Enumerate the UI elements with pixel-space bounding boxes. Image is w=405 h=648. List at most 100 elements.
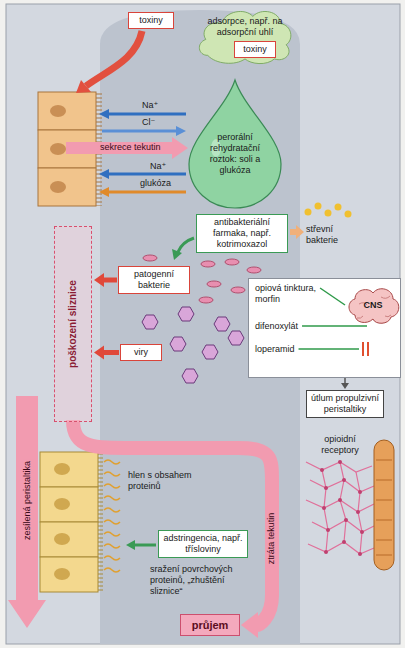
node-text: průjem	[183, 618, 237, 632]
receptor-dots	[356, 510, 360, 514]
enterocytes-bottom	[54, 568, 70, 580]
diarrhea-box: průjem	[180, 614, 240, 636]
rehydration-drop: perorální rehydratační roztok: soli a gl…	[186, 78, 284, 210]
cns-brain: CNS	[347, 285, 399, 325]
node-text: útlum propulzivní peristaltiky	[310, 393, 380, 415]
receptor-dots	[322, 506, 326, 510]
toxin-arrow	[76, 31, 142, 93]
enterocytes-top	[38, 168, 96, 206]
astringent-arrow	[126, 540, 135, 550]
brain-shape	[349, 289, 399, 324]
bacteria	[225, 259, 239, 265]
drug-line	[302, 325, 367, 327]
node-text: toxiny	[132, 15, 170, 26]
node-text: toxiny	[238, 44, 272, 55]
receptor-dots	[338, 460, 342, 464]
connector	[94, 346, 119, 360]
receptor-network	[322, 470, 328, 552]
mucus-waves	[104, 568, 120, 572]
virus-box: viry	[120, 344, 162, 361]
viruses	[182, 369, 198, 383]
mucus-waves	[104, 520, 120, 524]
node-text: loperamid	[255, 344, 394, 355]
ion-arrows	[176, 126, 186, 136]
astringent-arrow	[126, 540, 156, 550]
viruses	[170, 337, 186, 351]
enterocytes-bottom	[54, 533, 70, 545]
flora-arrow	[290, 225, 304, 239]
node-text: viry	[124, 347, 158, 358]
ion-label: Na⁺	[142, 100, 158, 111]
bacteria	[199, 297, 213, 303]
antibiotic-box: antibakteriální farmaka, např. kotrimoxa…	[196, 214, 288, 253]
node-text: CNS	[363, 300, 382, 311]
mucosa-damage-band: poškození sliznice	[54, 226, 92, 422]
adsorbent-cloud: adsorpce, např. na adsorpční uhlí toxiny	[196, 4, 294, 66]
receptor-network	[306, 462, 374, 554]
receptor-dots	[324, 550, 328, 554]
smooth-muscle	[376, 480, 392, 481]
receptor-dots	[358, 552, 362, 556]
cloud-shape	[199, 11, 291, 63]
connector	[94, 273, 117, 287]
node-text: patogenní bakterie	[122, 269, 186, 291]
arrow-head	[94, 346, 104, 360]
receptor-dots	[324, 486, 328, 490]
ion-arrows	[108, 113, 186, 116]
node-text: poškození sliznice	[67, 227, 79, 421]
gut-flora-dots	[315, 203, 322, 210]
antibiotic-arrow	[178, 238, 194, 252]
bacteria	[207, 281, 221, 287]
receptor-dots	[338, 498, 342, 502]
receptor-dots	[326, 528, 330, 532]
mucus-waves	[104, 460, 120, 572]
intestinal-wall	[6, 4, 400, 644]
receptor-dots	[358, 490, 362, 494]
peristalsis-label: zesílená peristaltika	[22, 458, 33, 541]
peristalsis-box: útlum propulzivní peristaltiky	[306, 390, 384, 418]
enterocytes-top	[50, 105, 66, 117]
gut-flora-dots	[335, 204, 342, 211]
bacteria	[143, 255, 157, 261]
node-text: opiová tinktura, morfin	[255, 283, 329, 305]
mucus-waves	[104, 472, 120, 476]
mucus-waves	[104, 508, 120, 512]
viruses	[214, 317, 230, 331]
enterocytes-bottom	[54, 498, 70, 510]
gut-flora-dots	[345, 211, 352, 218]
receptor-network	[356, 472, 362, 554]
gut-flora-dots	[305, 203, 352, 218]
ion-label: glukóza	[140, 178, 171, 189]
enterocytes-top	[38, 92, 96, 130]
mucus-waves	[104, 496, 120, 500]
enterocytes-bottom	[40, 557, 98, 592]
ion-arrows	[108, 173, 186, 176]
drug-line	[299, 348, 359, 350]
bacteria-box: patogenní bakterie	[118, 266, 190, 294]
node-text: adsorpce, např. na adsorpční uhlí	[205, 16, 285, 38]
enterocytes-bottom	[40, 452, 103, 592]
antibiotic-arrow	[172, 249, 182, 260]
bacteria	[247, 267, 261, 273]
toxin-arrow	[86, 31, 142, 86]
receptor-label: opioidní receptory	[306, 434, 374, 456]
viruses	[142, 315, 158, 329]
receptor-network	[308, 542, 374, 554]
smooth-muscle	[376, 555, 392, 556]
bacteria	[201, 261, 215, 267]
mucus-label: hlen s obsahem proteinů	[128, 470, 192, 492]
ion-label: Cl⁻	[142, 117, 155, 128]
enterocytes-bottom	[98, 452, 103, 592]
antibiotic-arrow	[172, 238, 194, 260]
enterocytes-bottom	[40, 452, 98, 487]
enterocytes-top	[50, 143, 66, 155]
connector-line	[73, 420, 272, 625]
smooth-muscle	[376, 540, 392, 541]
arrow-head	[94, 273, 104, 287]
mucus-waves	[104, 460, 120, 464]
connector-line	[104, 278, 117, 283]
